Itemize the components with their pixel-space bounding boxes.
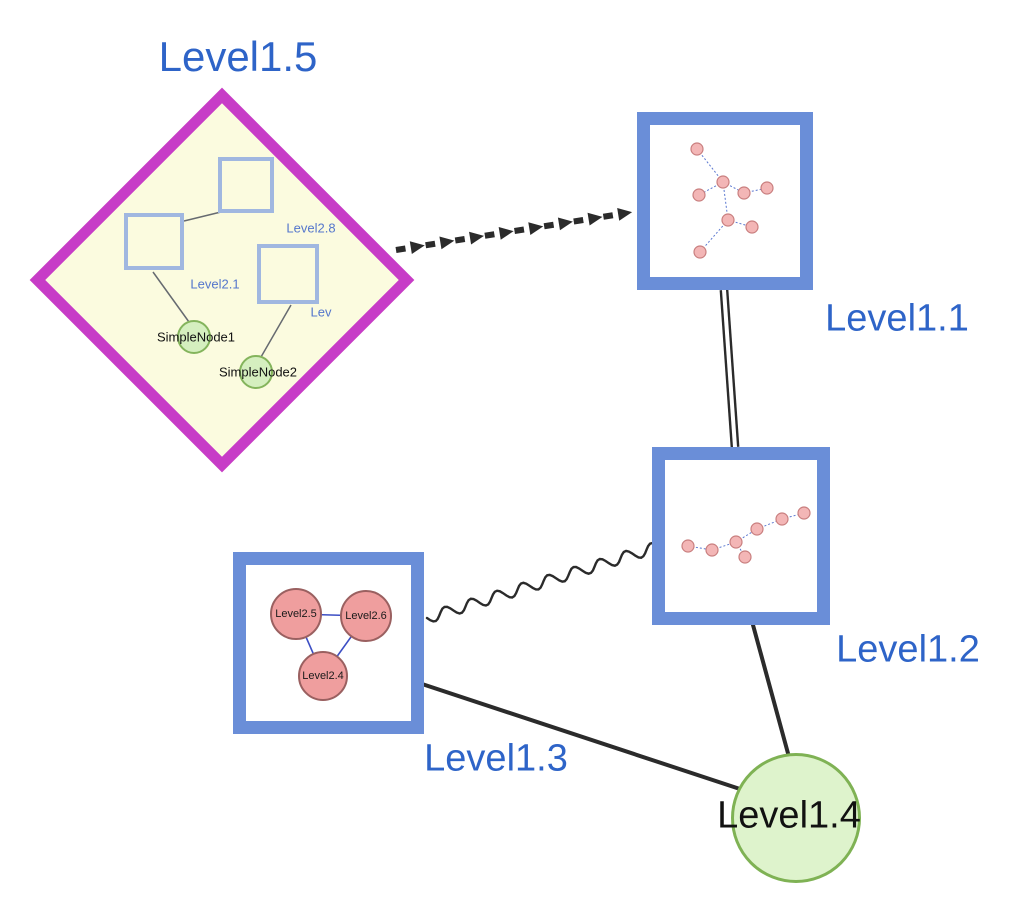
node-label-level2-lev: Lev xyxy=(310,304,332,320)
edge-level15-to-level11-arrowhead[interactable] xyxy=(439,236,455,250)
edge-level15-to-level11-dash[interactable] xyxy=(514,226,525,234)
node-label-level2-6: Level2.6 xyxy=(345,610,387,622)
edge-level15-to-level11-arrowhead[interactable] xyxy=(587,212,603,226)
node-level2-6[interactable]: Level2.6 xyxy=(340,590,392,642)
edge-level15-to-level11-dash[interactable] xyxy=(543,221,555,230)
edge-level15-to-level11-arrowhead[interactable] xyxy=(469,231,484,245)
node-level1-2[interactable] xyxy=(652,447,830,625)
edge-level11-to-level12[interactable] xyxy=(719,290,734,448)
edge-level11-to-level12[interactable] xyxy=(725,289,740,447)
node-simplenode1[interactable] xyxy=(177,320,211,354)
node-label-level1-3: Level1.3 xyxy=(424,737,568,780)
edge-level15-to-level11-dash[interactable] xyxy=(425,240,436,249)
edge-level15-to-level11-arrowhead[interactable] xyxy=(617,207,633,221)
edge-level15-to-level11-dash[interactable] xyxy=(484,231,495,239)
node-label-level1-4: Level1.4 xyxy=(717,794,861,837)
edge-level13-to-level12[interactable] xyxy=(425,541,654,623)
node-level2-1[interactable] xyxy=(124,213,184,270)
edge-level15-to-level11-arrowhead[interactable] xyxy=(528,222,544,236)
edge-level12-to-level14[interactable] xyxy=(751,623,791,759)
node-level2-8[interactable] xyxy=(218,157,274,213)
edge-level15-to-level11-arrowhead[interactable] xyxy=(409,241,425,255)
edge-level15-to-level11-dash[interactable] xyxy=(602,212,614,220)
edge-level15-to-level11-dash[interactable] xyxy=(395,245,406,253)
node-label-level1-1: Level1.1 xyxy=(825,297,969,340)
node-level1-4[interactable] xyxy=(731,753,861,883)
node-label-level2-4: Level2.4 xyxy=(302,670,344,682)
edge-level15-to-level11-dash[interactable] xyxy=(454,236,466,244)
edge-level15-to-level11-arrowhead[interactable] xyxy=(498,226,514,240)
node-level2-5[interactable]: Level2.5 xyxy=(270,588,322,640)
node-label-level2-5: Level2.5 xyxy=(275,608,317,620)
group-label-level1-5: Level1.5 xyxy=(158,33,318,80)
node-simplenode2[interactable] xyxy=(239,355,273,389)
node-label-level2-8: Level2.8 xyxy=(286,220,336,236)
node-level2-4[interactable]: Level2.4 xyxy=(298,651,348,701)
node-label-simplenode2: SimpleNode2 xyxy=(218,364,298,380)
node-level1-3[interactable] xyxy=(233,552,424,734)
node-level2-lev[interactable] xyxy=(257,244,319,304)
edge-level15-to-level11-dash[interactable] xyxy=(573,217,584,225)
node-label-level1-2: Level1.2 xyxy=(836,628,980,671)
node-label-simplenode1: SimpleNode1 xyxy=(156,329,236,345)
edge-level15-to-level11-arrowhead[interactable] xyxy=(557,217,573,231)
node-level1-1[interactable] xyxy=(637,112,813,290)
node-label-level2-1: Level2.1 xyxy=(190,276,240,292)
